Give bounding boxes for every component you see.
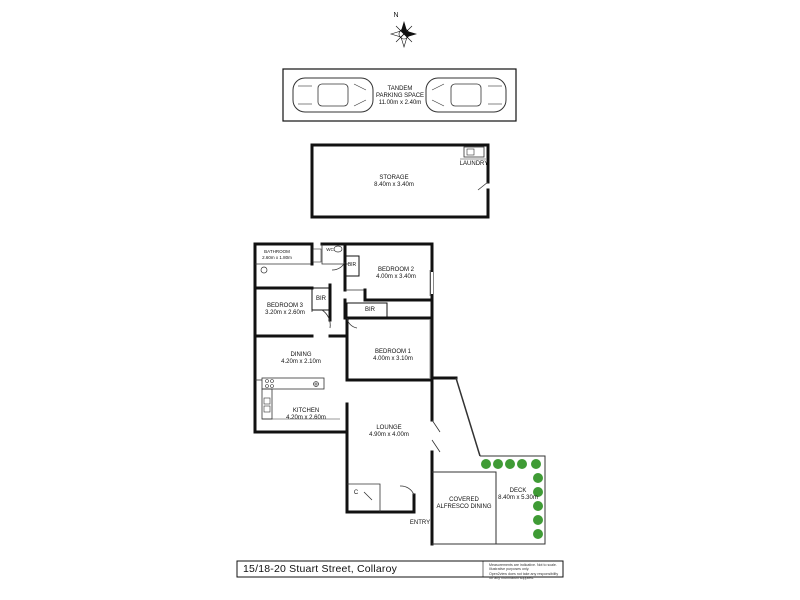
storage-name: STORAGE xyxy=(379,175,408,181)
bedroom2-name: BEDROOM 2 xyxy=(378,267,415,273)
bir-top-label: BIR xyxy=(348,262,357,268)
house-walls xyxy=(253,242,481,546)
storage-room: STORAGE 8.40m x 3.40m LAUNDRY xyxy=(310,143,490,219)
sink-icon xyxy=(263,397,271,413)
parking-subtitle: PARKING SPACE xyxy=(376,93,424,99)
bathtub-icon xyxy=(312,248,322,263)
toilet-icon xyxy=(333,245,343,253)
alfresco-line2: ALFRESCO DINING xyxy=(436,504,491,510)
alfresco-line1: COVERED xyxy=(449,497,479,503)
lounge-dims: 4.90m x 4.00m xyxy=(369,432,409,438)
disclaimer-line1: Measurements are indicative. Not to scal… xyxy=(489,563,557,572)
lounge-name: LOUNGE xyxy=(376,425,401,431)
disclaimer: Measurements are indicative. Not to scal… xyxy=(489,563,561,580)
alfresco-area xyxy=(432,455,546,545)
bedroom1-name: BEDROOM 1 xyxy=(375,349,412,355)
dining-dims: 4.20m x 2.10m xyxy=(281,359,321,365)
car-right-icon xyxy=(425,77,507,113)
cupboard-label: C xyxy=(354,490,359,496)
laundry-label: LAUNDRY xyxy=(460,161,489,167)
bir-mid-label: BIR xyxy=(365,307,376,313)
north-label: N xyxy=(393,12,398,19)
basin-icon xyxy=(260,266,268,274)
deck-name: DECK xyxy=(510,488,527,494)
bedroom3-dims: 3.20m x 2.60m xyxy=(265,310,305,316)
deck-dims: 8.40m x 5.30m xyxy=(498,495,538,501)
compass-rose-icon xyxy=(389,21,417,49)
kitchen-bench xyxy=(261,377,340,420)
car-left-icon xyxy=(292,77,374,113)
footer-box xyxy=(236,560,564,578)
bathroom-dims: 2.60m x 1.80m xyxy=(262,255,292,260)
parking-title: TANDEM xyxy=(388,86,413,92)
parking-space: TANDEM PARKING SPACE 11.00m x 2.40m xyxy=(282,68,517,122)
bir-left-label: BIR xyxy=(316,296,327,302)
property-address: 15/18-20 Stuart Street, Collaroy xyxy=(243,563,398,575)
cooktop-icon xyxy=(265,379,274,388)
bedroom2-dims: 4.00m x 3.40m xyxy=(376,274,416,280)
deck-plants-icon xyxy=(481,459,543,539)
bedroom3-name: BEDROOM 3 xyxy=(267,303,304,309)
wc-label: WC xyxy=(326,247,334,252)
disclaimer-line2: Open2view does not take any responsibili… xyxy=(489,571,559,580)
parking-dims: 11.00m x 2.40m xyxy=(379,100,422,106)
kitchen-dims: 4.20m x 2.60m xyxy=(286,415,326,421)
bedroom1-dims: 4.00m x 3.10m xyxy=(373,356,413,362)
storage-dims: 8.40m x 3.40m xyxy=(374,182,414,188)
dining-name: DINING xyxy=(291,352,312,358)
entry-label: ENTRY xyxy=(410,520,430,526)
bathroom-name: BATHROOM xyxy=(264,249,290,254)
fan-icon xyxy=(313,381,319,387)
kitchen-name: KITCHEN xyxy=(293,408,319,414)
